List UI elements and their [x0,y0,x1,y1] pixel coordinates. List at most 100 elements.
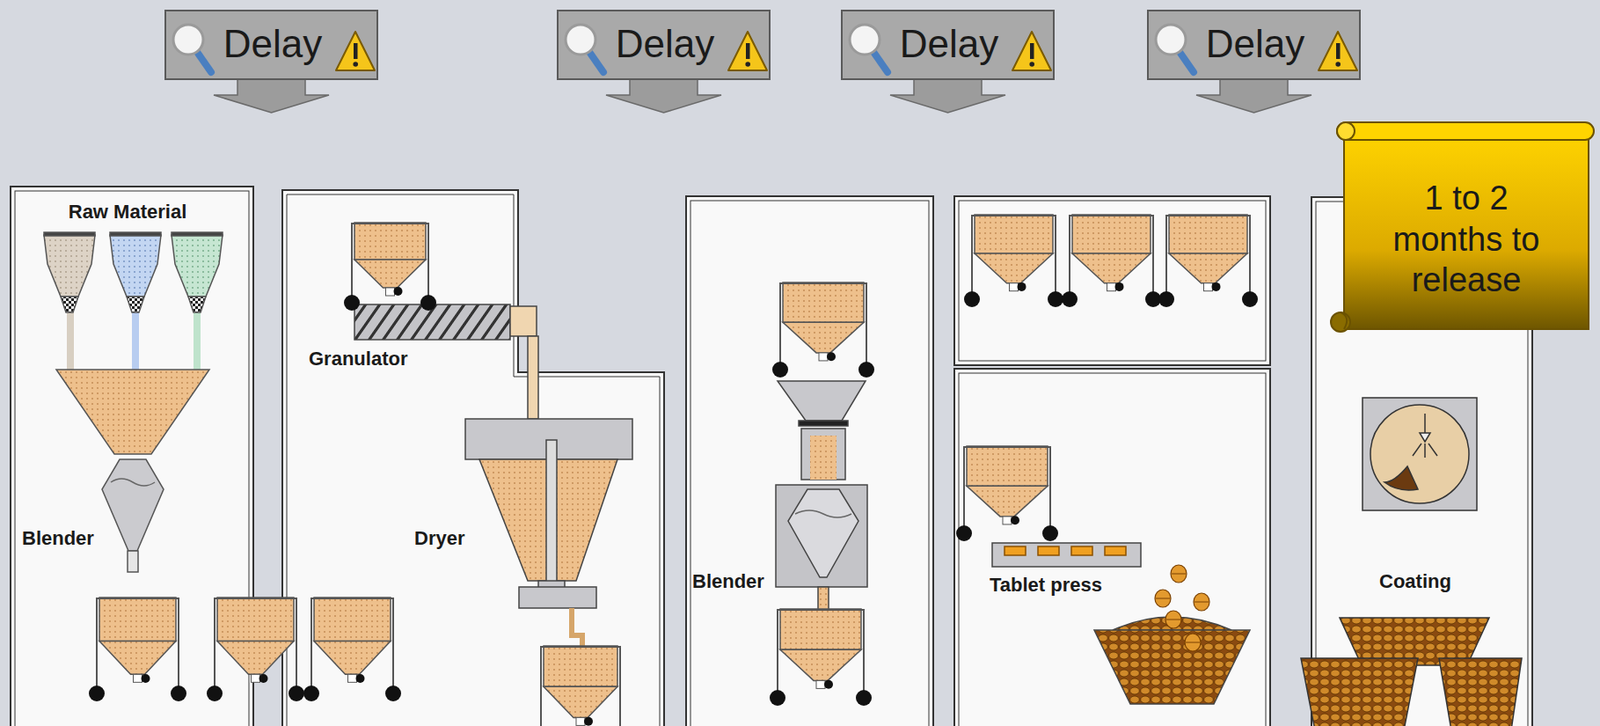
raw-material-hoppers [43,232,223,572]
material-stream [131,312,139,370]
bin-post [963,445,965,533]
bin-valve [356,673,366,683]
bin-funnel [966,485,1048,517]
ibc-bin [88,597,187,702]
bin-outlet [818,352,828,361]
bin-wheel [964,291,980,307]
release-scroll-art [1330,122,1594,332]
bin-wheel [855,689,872,706]
ibc-bin [956,445,1059,541]
drum-tablets [1384,466,1418,490]
falling-tablet [1170,564,1187,583]
final-blender [775,380,868,610]
ibc-bins [88,214,1258,726]
blender-wave [110,478,155,486]
tablet-bin [1094,629,1250,704]
bin-valve [824,679,833,689]
bin-valve [394,286,403,296]
delay-label: Delay [615,21,716,67]
bin-valve [584,716,593,726]
bin-wheel [288,685,305,702]
bin-wheel [385,685,402,702]
blender-wave [795,510,852,518]
bin-outlet [251,673,261,682]
delay-label: Delay [899,21,1000,67]
bin-outlet [386,287,395,296]
bin-post [776,608,779,697]
tablet [1071,546,1093,556]
bin-valve [1010,515,1020,525]
delay-box: Delay [557,10,770,80]
bin-post [1152,214,1155,299]
bin-body [543,645,618,687]
bin-body [966,445,1048,486]
scroll-body [1344,131,1589,329]
room-outline [282,189,665,726]
ibc-bin [1158,214,1258,307]
granulator-head [510,306,537,337]
bin-wheel [303,685,320,702]
bin-wheel [420,294,437,311]
equipment-label: Granulator [308,347,408,370]
tablet-score [1166,619,1181,621]
falling-tablet [1184,633,1201,651]
dryer-base [518,586,597,608]
bin-post [177,597,180,693]
bin-funnel [543,686,618,717]
scroll-curl [1330,312,1351,332]
hopper-valve [60,296,79,313]
bin-body [974,214,1053,254]
bin-funnel [974,253,1053,284]
bin-body [1168,214,1248,254]
blender-cone [788,489,859,578]
bin-outlet [1204,283,1213,292]
falling-tablet [1154,589,1171,607]
bin-rim [777,608,864,611]
bin-wheel [1042,525,1059,541]
delay-callout-art [1147,10,1360,113]
tablet-score [1194,601,1209,603]
bin-funnel [354,259,426,288]
release-note: 1 to 2 months to release [1372,177,1561,300]
ibc-bin [1061,214,1162,307]
bin-post [350,222,353,302]
bin-wheel [1047,291,1064,307]
ibc-bin [206,597,305,702]
bin-rim [780,282,867,285]
coater-housing [1362,397,1477,511]
scroll-curl [1336,122,1355,140]
bin-rim [214,597,297,600]
hopper-lid [171,232,223,236]
room-outline [954,196,1271,366]
tablet [1104,546,1126,556]
bin-body [217,597,294,642]
bin-wheel [343,294,360,311]
bin-valve [259,673,269,683]
ibc-bin [303,597,402,702]
bin-outlet [1107,283,1117,292]
bin-funnel [99,641,176,675]
falling-tablets [1154,564,1210,651]
bin-funnel [1072,253,1151,284]
hopper-valve [126,296,145,313]
press-conveyor [992,542,1141,567]
bin-funnel [217,641,294,675]
room-outline [958,200,1266,361]
bin-post [779,282,782,369]
room-outline [954,368,1271,726]
bin-post [540,645,542,726]
bin-funnel [314,641,391,675]
bin-wheel [858,361,875,378]
bin-outlet [576,716,585,725]
delay-callout-art [557,10,770,113]
bin-post [427,222,430,302]
ibc-bin [343,222,437,311]
dryer-shaft [546,439,557,585]
bin-post [1165,214,1168,299]
bin-post [392,597,395,693]
tablet [1004,546,1026,556]
falling-tablet [1165,610,1182,629]
delay-box: Delay [165,10,378,80]
